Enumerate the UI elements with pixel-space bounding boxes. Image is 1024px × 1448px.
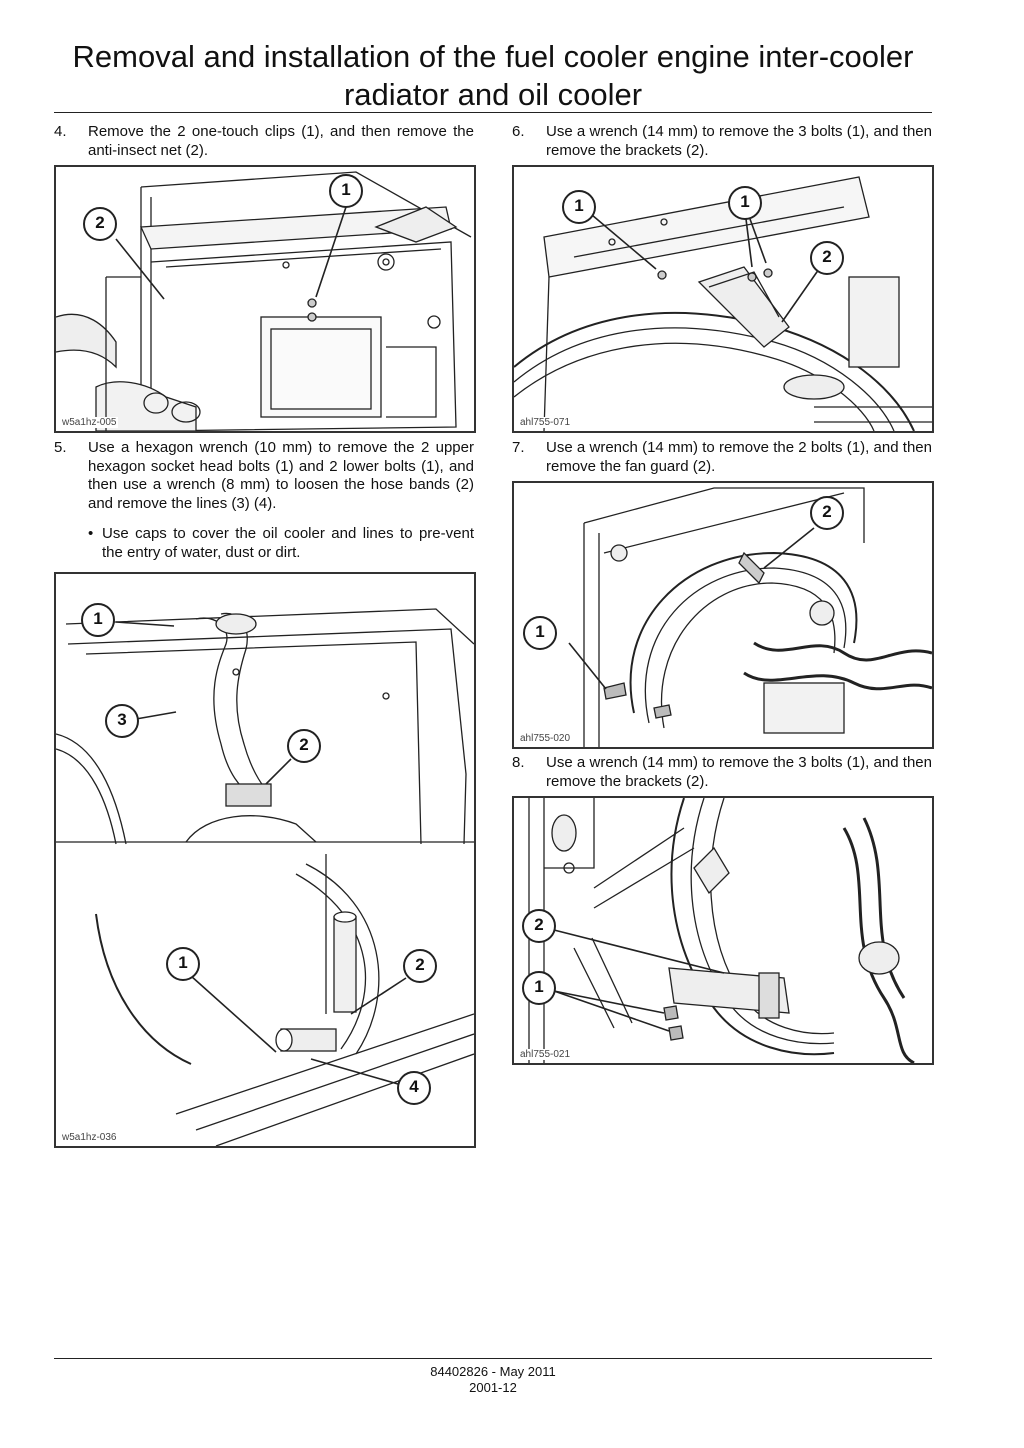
figure-step-4-drawing bbox=[56, 171, 472, 431]
page-title-line-1: Removal and installation of the fuel coo… bbox=[72, 39, 914, 74]
page-title: Removal and installation of the fuel coo… bbox=[54, 38, 932, 114]
callout-2: 2 bbox=[822, 247, 832, 266]
step-number: 4. bbox=[54, 123, 67, 140]
callout-1: 1 bbox=[574, 196, 584, 215]
figure-step-8: 2 1 ahl755-021 bbox=[512, 796, 934, 1065]
footer-rule bbox=[54, 1358, 932, 1359]
callout-1: 1 bbox=[178, 953, 188, 972]
figure-code: ahl755-020 bbox=[518, 733, 573, 744]
figure-step-5: 1 3 2 1 2 4 w5a1hz-036 bbox=[54, 572, 476, 1148]
step-number: 7. bbox=[512, 439, 525, 456]
step-8: 8. Use a wrench (14 mm) to remove the 3 … bbox=[512, 754, 932, 791]
callout-1: 1 bbox=[341, 180, 351, 199]
callout-3: 3 bbox=[117, 710, 127, 729]
callout-2: 2 bbox=[299, 735, 309, 754]
figure-step-6-drawing bbox=[514, 176, 932, 431]
callout-1: 1 bbox=[534, 977, 544, 996]
figure-step-6: 1 1 2 ahl755-071 bbox=[512, 165, 934, 433]
figure-code: w5a1hz-036 bbox=[60, 1132, 119, 1143]
step-text: Use a wrench (14 mm) to remove the 3 bol… bbox=[546, 123, 932, 159]
callout-1: 1 bbox=[535, 622, 545, 641]
step-number: 5. bbox=[54, 439, 67, 456]
callout-4: 4 bbox=[409, 1077, 419, 1096]
footer-page-number: 2001-12 bbox=[469, 1380, 517, 1395]
figure-step-5-drawing bbox=[56, 603, 474, 1146]
step-text: Use a wrench (14 mm) to remove the 2 bol… bbox=[546, 439, 932, 475]
footer-doc-date: 84402826 - May 2011 bbox=[430, 1364, 556, 1379]
step-number: 6. bbox=[512, 123, 525, 140]
step-text: Use a hexagon wrench (10 mm) to remove t… bbox=[88, 439, 474, 512]
step-6: 6. Use a wrench (14 mm) to remove the 3 … bbox=[512, 123, 932, 160]
callout-2: 2 bbox=[534, 915, 544, 934]
footer: 84402826 - May 2011 2001-12 bbox=[54, 1364, 932, 1396]
figure-code: w5a1hz-005 bbox=[60, 417, 119, 428]
callout-2: 2 bbox=[415, 955, 425, 974]
step-text: Use a wrench (14 mm) to remove the 3 bol… bbox=[546, 754, 932, 790]
figure-step-8-drawing bbox=[522, 798, 915, 1063]
step-number: 8. bbox=[512, 754, 525, 771]
figure-step-7: 2 1 ahl755-020 bbox=[512, 481, 934, 749]
step-5: 5. Use a hexagon wrench (10 mm) to remov… bbox=[54, 439, 474, 513]
callout-1: 1 bbox=[93, 609, 103, 628]
page-title-line-2: radiator and oil cooler bbox=[343, 77, 643, 112]
figure-code: ahl755-021 bbox=[518, 1049, 573, 1060]
figure-step-4: 1 2 w5a1hz-005 bbox=[54, 165, 476, 433]
step-7: 7. Use a wrench (14 mm) to remove the 2 … bbox=[512, 439, 932, 476]
bullet-text: Use caps to cover the oil cooler and lin… bbox=[102, 525, 474, 561]
step-4: 4. Remove the 2 one-touch clips (1), and… bbox=[54, 123, 474, 160]
callout-2: 2 bbox=[822, 502, 832, 521]
step-text: Remove the 2 one-touch clips (1), and th… bbox=[88, 123, 474, 159]
figure-step-7-drawing bbox=[523, 487, 932, 747]
callout-1: 1 bbox=[740, 192, 750, 211]
callout-2: 2 bbox=[95, 213, 105, 232]
step-5-bullet: • Use caps to cover the oil cooler and l… bbox=[88, 525, 474, 561]
figure-code: ahl755-071 bbox=[518, 417, 573, 428]
title-rule bbox=[54, 112, 932, 113]
